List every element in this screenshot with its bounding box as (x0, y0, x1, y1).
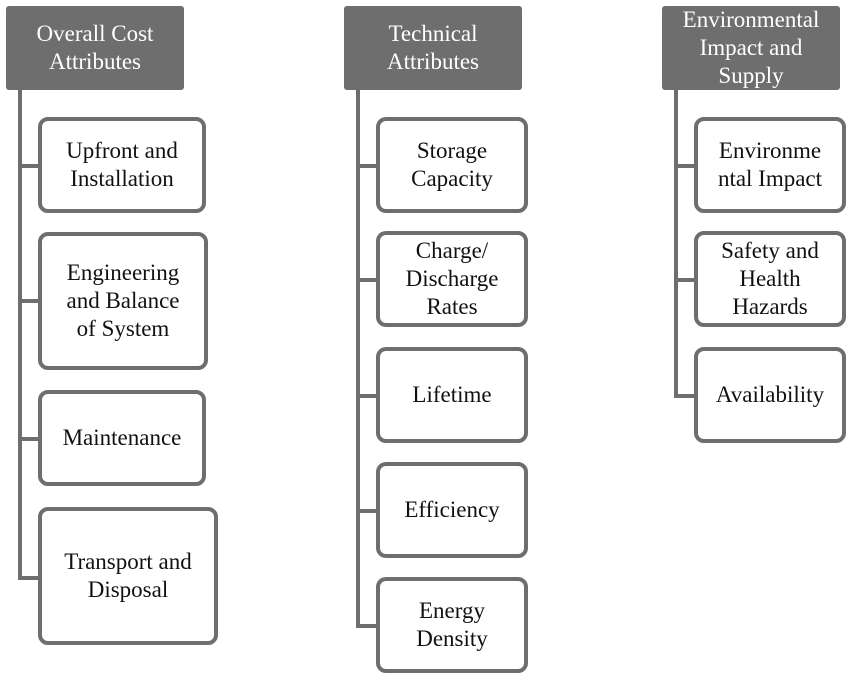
header-overall-cost: Overall Cost Attributes (6, 6, 184, 90)
connector-branch (18, 299, 40, 303)
node-engineering-balance: Engineering and Balance of System (38, 232, 208, 370)
node-efficiency: Efficiency (376, 462, 528, 558)
node-upfront-installation: Upfront and Installation (38, 117, 206, 213)
connector-trunk-environmental (674, 90, 678, 398)
connector-branch (674, 394, 696, 398)
header-environmental: Environmental Impact and Supply (662, 6, 840, 90)
node-storage-capacity: Storage Capacity (376, 117, 528, 213)
connector-branch (356, 624, 378, 628)
connector-branch (18, 576, 40, 580)
node-availability: Availability (694, 347, 846, 443)
header-technical: Technical Attributes (344, 6, 522, 90)
node-energy-density: Energy Density (376, 577, 528, 673)
node-safety-health-hazards: Safety and Health Hazards (694, 231, 846, 327)
connector-branch (674, 278, 696, 282)
connector-branch (356, 164, 378, 168)
connector-branch (18, 164, 40, 168)
connector-branch (356, 509, 378, 513)
node-charge-discharge-rates: Charge/ Discharge Rates (376, 231, 528, 327)
node-lifetime: Lifetime (376, 347, 528, 443)
connector-trunk-technical (356, 90, 360, 628)
node-transport-disposal: Transport and Disposal (38, 507, 218, 645)
connector-branch (18, 437, 40, 441)
connector-branch (356, 394, 378, 398)
node-maintenance: Maintenance (38, 390, 206, 486)
connector-branch (356, 278, 378, 282)
node-environmental-impact: Environme ntal Impact (694, 117, 846, 213)
connector-trunk-cost (18, 90, 22, 580)
connector-branch (674, 164, 696, 168)
